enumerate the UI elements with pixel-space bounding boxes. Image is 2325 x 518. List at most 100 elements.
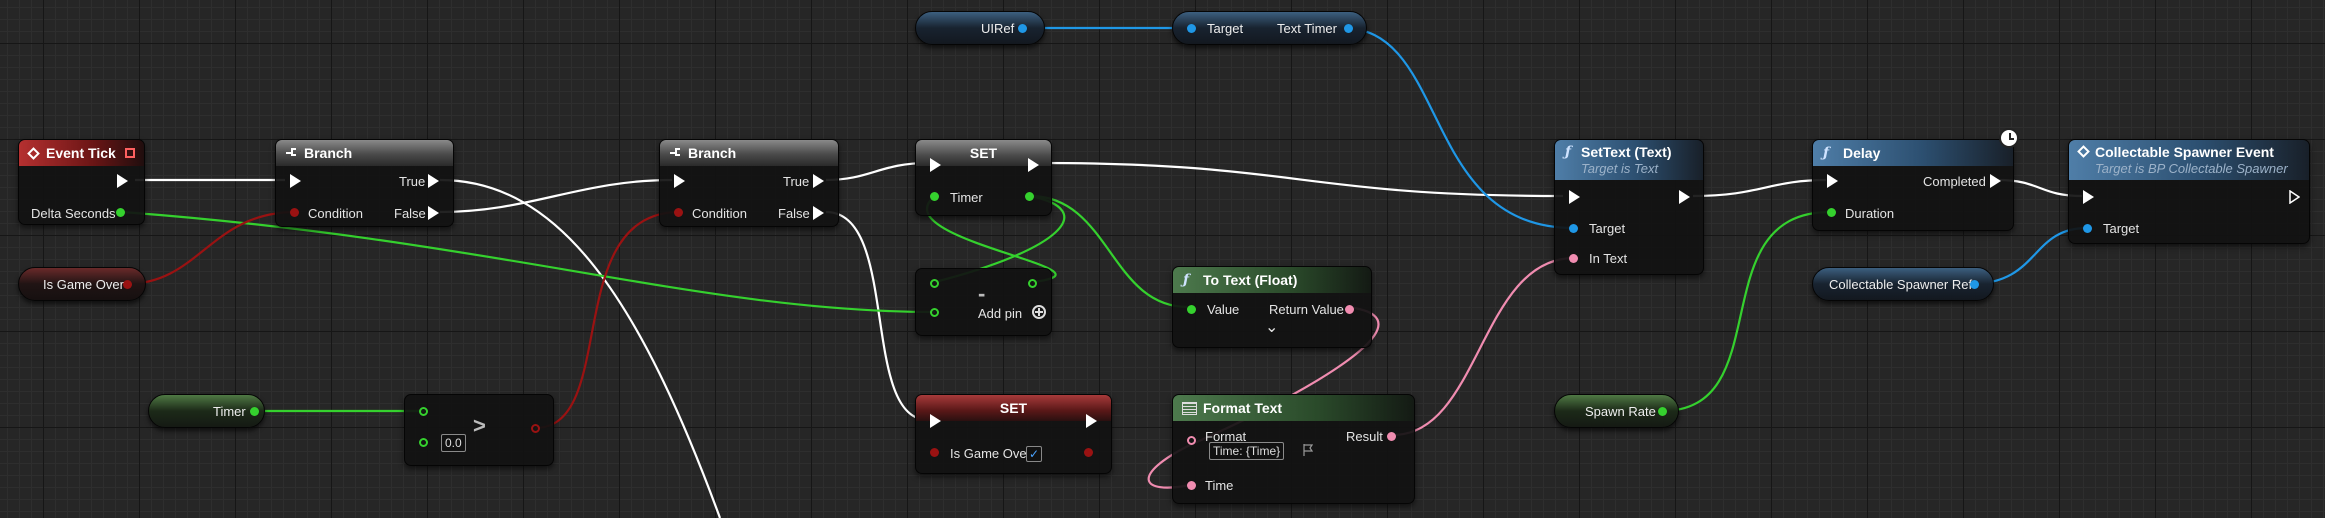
branch-1-false-pin[interactable] xyxy=(428,206,439,220)
branch-1-false-label: False xyxy=(394,206,426,221)
chevron-down-icon[interactable]: ⌄ xyxy=(1265,319,1279,336)
set-game-over-exec-out[interactable] xyxy=(1086,414,1097,428)
delay-completed-label: Completed xyxy=(1923,174,1986,189)
set-timer-field-label: Timer xyxy=(950,190,983,205)
uiref-getter[interactable]: UIRef xyxy=(915,11,1045,45)
branch-1-condition-pin[interactable] xyxy=(290,208,299,217)
add-pin-icon[interactable] xyxy=(1032,305,1046,319)
delay-node[interactable]: ƒ Delay Completed Duration xyxy=(1812,139,2014,231)
wire-exec-set-settext xyxy=(1039,161,1564,198)
wire-exec-settext-delay xyxy=(1692,178,1827,198)
to-text-float-node[interactable]: ƒ To Text (Float) Value Return Value ⌄ xyxy=(1172,266,1372,348)
spawner-event-target-pin[interactable] xyxy=(2083,224,2092,233)
spawner-event-exec-in[interactable] xyxy=(2083,190,2094,204)
branch-node-2[interactable]: Branch Condition True False xyxy=(659,139,839,227)
branch-1-exec-in[interactable] xyxy=(290,174,301,188)
greater-node[interactable]: 0.0 > xyxy=(404,394,554,466)
exec-out-pin[interactable] xyxy=(117,174,128,188)
spawner-event-node[interactable]: Collectable Spawner Event Target is BP C… xyxy=(2068,139,2310,244)
branch-2-exec-in[interactable] xyxy=(674,174,685,188)
subtract-out-pin[interactable] xyxy=(1028,279,1037,288)
latent-clock-icon xyxy=(1999,128,2019,148)
function-icon: ƒ xyxy=(1823,145,1830,161)
branch-1-true-pin[interactable] xyxy=(428,174,439,188)
timer-getter[interactable]: Timer xyxy=(148,394,265,428)
subtract-node[interactable]: - Add pin xyxy=(915,268,1052,336)
set-timer-out-pin[interactable] xyxy=(1025,192,1034,201)
branch-2-true-pin[interactable] xyxy=(813,174,824,188)
format-pin[interactable] xyxy=(1187,436,1196,445)
event-icon xyxy=(2077,145,2090,158)
is-game-over-out-pin[interactable] xyxy=(123,280,132,289)
delay-exec-in[interactable] xyxy=(1827,174,1838,188)
set-game-over-field-label: Is Game Over xyxy=(950,446,1031,461)
set-game-over-exec-in[interactable] xyxy=(930,414,941,428)
branch-2-false-pin[interactable] xyxy=(813,206,824,220)
set-text-exec-out[interactable] xyxy=(1679,190,1690,204)
set-timer-exec-in[interactable] xyxy=(930,158,941,172)
set-game-over-checkbox[interactable]: ✓ xyxy=(1026,446,1042,462)
subtract-a-pin[interactable] xyxy=(930,279,939,288)
branch-2-condition-pin[interactable] xyxy=(674,208,683,217)
subtract-b-pin[interactable] xyxy=(930,308,939,317)
format-input[interactable]: Time: {Time} xyxy=(1209,442,1285,460)
timer-out-pin[interactable] xyxy=(250,407,259,416)
text-timer-out-pin[interactable] xyxy=(1344,24,1353,33)
format-text-node[interactable]: Format Text Format Time: {Time} Result T… xyxy=(1172,394,1415,504)
wire-exec-branch1-true-down xyxy=(439,178,722,518)
spawner-ref-getter[interactable]: Collectable Spawner Ref xyxy=(1812,267,1994,301)
delay-completed-pin[interactable] xyxy=(1990,174,2001,188)
spawn-rate-label: Spawn Rate xyxy=(1585,403,1656,419)
add-pin-label[interactable]: Add pin xyxy=(978,306,1023,321)
branch-1-header: Branch xyxy=(276,140,453,166)
subtract-operator: - xyxy=(978,281,986,306)
delay-duration-pin[interactable] xyxy=(1827,208,1836,217)
spawner-event-exec-out-outline[interactable] xyxy=(2289,190,2300,204)
set-game-over-out-pin[interactable] xyxy=(1084,448,1093,457)
set-text-intext-label: In Text xyxy=(1589,251,1628,266)
delay-duration-label: Duration xyxy=(1845,206,1895,221)
is-game-over-getter[interactable]: Is Game Over xyxy=(18,267,146,301)
wire-text-format-intext xyxy=(1392,256,1575,437)
to-text-header: ƒ To Text (Float) xyxy=(1173,267,1371,293)
branch-node-1[interactable]: Branch Condition True False xyxy=(275,139,454,227)
to-text-return-pin[interactable] xyxy=(1345,305,1354,314)
time-pin[interactable] xyxy=(1187,481,1196,490)
spawn-rate-out-pin[interactable] xyxy=(1658,407,1667,416)
text-timer-target-pin[interactable] xyxy=(1187,24,1196,33)
wire-exec-branch2-true-set xyxy=(825,161,929,182)
set-text-header: ƒ SetText (Text) Target is Text xyxy=(1555,140,1703,180)
greater-out-pin[interactable] xyxy=(531,424,540,433)
spawner-event-header: Collectable Spawner Event Target is BP C… xyxy=(2069,140,2309,180)
set-timer-exec-out[interactable] xyxy=(1028,158,1039,172)
set-text-intext-pin[interactable] xyxy=(1569,254,1578,263)
event-tick-node[interactable]: Event Tick Delta Seconds xyxy=(18,139,145,225)
greater-a-pin[interactable] xyxy=(419,407,428,416)
to-text-value-pin[interactable] xyxy=(1187,305,1196,314)
function-icon: ƒ xyxy=(1565,144,1572,160)
greater-b-pin[interactable] xyxy=(419,438,428,447)
delta-seconds-pin[interactable] xyxy=(116,208,125,217)
delta-seconds-label: Delta Seconds xyxy=(31,206,116,221)
delay-header: ƒ Delay xyxy=(1813,140,2013,166)
wire-exec-branch2-false-setgo xyxy=(825,210,929,422)
spawn-rate-getter[interactable]: Spawn Rate xyxy=(1554,394,1679,428)
event-delegate-pin[interactable] xyxy=(125,148,135,158)
uiref-out-pin[interactable] xyxy=(1018,24,1027,33)
result-pin[interactable] xyxy=(1387,432,1396,441)
set-game-over-value-pin[interactable] xyxy=(930,448,939,457)
set-game-over-title: SET xyxy=(999,400,1028,416)
set-timer-node[interactable]: SET Timer xyxy=(915,139,1052,216)
set-game-over-node[interactable]: SET Is Game Over ✓ xyxy=(915,394,1112,474)
text-timer-target-label: Target xyxy=(1207,21,1244,36)
greater-b-input[interactable]: 0.0 xyxy=(441,434,466,452)
set-text-exec-in[interactable] xyxy=(1569,190,1580,204)
set-text-target-pin[interactable] xyxy=(1569,224,1578,233)
set-text-node[interactable]: ƒ SetText (Text) Target is Text Target I… xyxy=(1554,139,1704,275)
branch-icon xyxy=(286,147,298,159)
spawner-ref-out-pin[interactable] xyxy=(1970,280,1979,289)
set-timer-value-pin[interactable] xyxy=(930,192,939,201)
text-timer-getter[interactable]: Target Text Timer xyxy=(1172,11,1367,45)
localization-flag-icon[interactable] xyxy=(1303,444,1313,456)
